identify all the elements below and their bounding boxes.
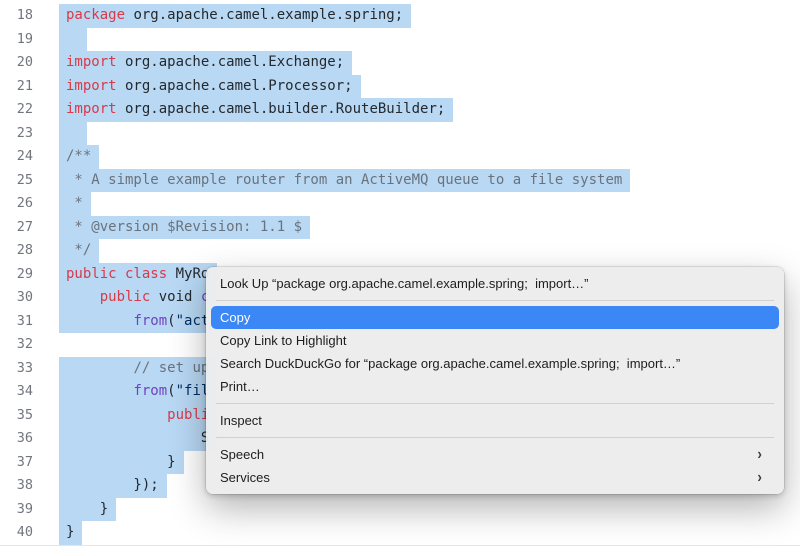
selected-code-text[interactable]: // set up [59,356,218,380]
code-line-33: 33 // set up [0,356,630,380]
selected-code-text[interactable]: /** [59,145,100,169]
code-line-20: 20 import org.apache.camel.Exchange; [0,51,630,75]
code-line-37: 37 } [0,450,630,474]
line-number[interactable]: 26 [16,195,33,211]
code-line-39: 39 } [0,497,630,521]
code-block: 18 package org.apache.camel.example.sprin… [0,4,631,545]
selected-code-text[interactable]: * A simple example router from an Active… [59,168,631,192]
selected-code-text[interactable]: from("act [59,309,218,333]
menu-item-label: Copy Link to Highlight [220,333,347,348]
code-line-27: 27 * @version $Revision: 1.1 $ [0,215,630,239]
line-number[interactable]: 34 [16,383,33,399]
line-number[interactable]: 23 [16,124,33,141]
selected-code-text[interactable]: }); [59,474,167,498]
line-number[interactable]: 37 [16,453,33,470]
menu-separator [216,300,774,301]
line-number[interactable]: 39 [16,500,33,517]
line-number[interactable]: 38 [16,477,33,493]
line-number[interactable]: 33 [16,359,33,376]
menu-item-label: Speech [220,447,265,462]
menu-item-print[interactable]: Print… [206,375,784,398]
menu-item-look-up[interactable]: Look Up “package org.apache.camel.exampl… [206,272,784,295]
code-line-18: 18 package org.apache.camel.example.sprin… [0,4,630,28]
selected-code-text[interactable]: import org.apache.camel.Exchange; [59,51,353,75]
menu-separator [216,437,774,438]
menu-item-label: Services [220,470,270,485]
selected-code-text[interactable]: public class MyRo [59,262,218,286]
selected-code-text[interactable]: public void c [59,286,218,310]
code-block-bottom-divider [0,545,800,546]
code-line-22: 22 import org.apache.camel.builder.RouteB… [0,98,630,122]
code-line-40: 40} [0,521,630,545]
code-line-32: 32 [0,333,630,357]
context-menu: Look Up “package org.apache.camel.exampl… [206,267,784,494]
menu-separator [216,403,774,404]
selected-code-text[interactable]: publi [59,403,218,427]
menu-item-services[interactable]: Services › [206,466,784,489]
code-line-35: 35 publi [0,403,630,427]
line-number[interactable]: 36 [16,430,33,446]
code-line-29: 29 public class MyRo [0,262,630,286]
line-number[interactable]: 24 [16,148,33,164]
line-number[interactable]: 40 [16,524,33,540]
selected-code-text[interactable]: from("fil [59,380,218,404]
code-line-23: 23 [0,121,630,145]
line-number[interactable]: 31 [16,312,33,329]
selected-code-text[interactable]: package org.apache.camel.example.spring; [59,4,412,28]
line-number[interactable]: 30 [16,289,33,305]
selected-code-text[interactable]: import org.apache.camel.builder.RouteBui… [59,98,454,122]
line-number[interactable]: 19 [16,30,33,47]
menu-item-search-duckduckgo[interactable]: Search DuckDuckGo for “package org.apach… [206,352,784,375]
line-number[interactable]: 35 [16,406,33,423]
code-line-21: 21 import org.apache.camel.Processor; [0,74,630,98]
code-line-31: 31 from("act [0,309,630,333]
menu-item-label: Search DuckDuckGo for “package org.apach… [220,356,681,371]
menu-item-label: Inspect [220,413,262,428]
code-line-24: 24 /** [0,145,630,169]
code-line-36: 36 S [0,427,630,451]
code-line-26: 26 * [0,192,630,216]
selected-code-text[interactable]: } [59,497,117,521]
line-number[interactable]: 27 [16,218,33,235]
line-number[interactable]: 18 [16,7,33,23]
code-line-30: 30 public void c [0,286,630,310]
line-number[interactable]: 29 [16,265,33,282]
line-number[interactable]: 25 [16,171,33,188]
menu-item-inspect[interactable]: Inspect [206,409,784,432]
selected-code-text[interactable]: import org.apache.camel.Processor; [59,74,361,98]
code-line-19: 19 [0,27,630,51]
selection-strip [59,27,87,51]
menu-item-label: Copy [220,310,251,325]
code-line-25: 25 * A simple example router from an Act… [0,168,631,192]
selected-code-text[interactable]: */ [59,239,100,263]
menu-item-label: Print… [220,379,260,394]
line-number[interactable]: 22 [16,101,33,117]
selected-code-text[interactable]: * @version $Revision: 1.1 $ [59,215,311,239]
code-text [59,333,74,357]
line-number[interactable]: 28 [16,242,33,258]
code-line-28: 28 */ [0,239,630,263]
selected-code-text[interactable]: } [59,521,83,545]
code-line-38: 38 }); [0,474,630,498]
menu-item-label: Look Up “package org.apache.camel.exampl… [220,276,589,291]
menu-item-speech[interactable]: Speech › [206,443,784,466]
line-number[interactable]: 21 [16,77,33,94]
submenu-chevron-icon: › [757,445,762,463]
submenu-chevron-icon: › [757,468,762,486]
code-line-34: 34 from("fil [0,380,630,404]
menu-item-copy[interactable]: Copy [211,306,779,329]
line-number[interactable]: 32 [16,336,33,352]
selected-code-text[interactable]: } [59,450,184,474]
line-number[interactable]: 20 [16,54,33,70]
selected-code-text[interactable]: * [59,192,91,216]
selection-strip [59,121,87,145]
selected-code-text[interactable]: S [59,427,218,451]
menu-item-copy-link-to-highlight[interactable]: Copy Link to Highlight [206,329,784,352]
